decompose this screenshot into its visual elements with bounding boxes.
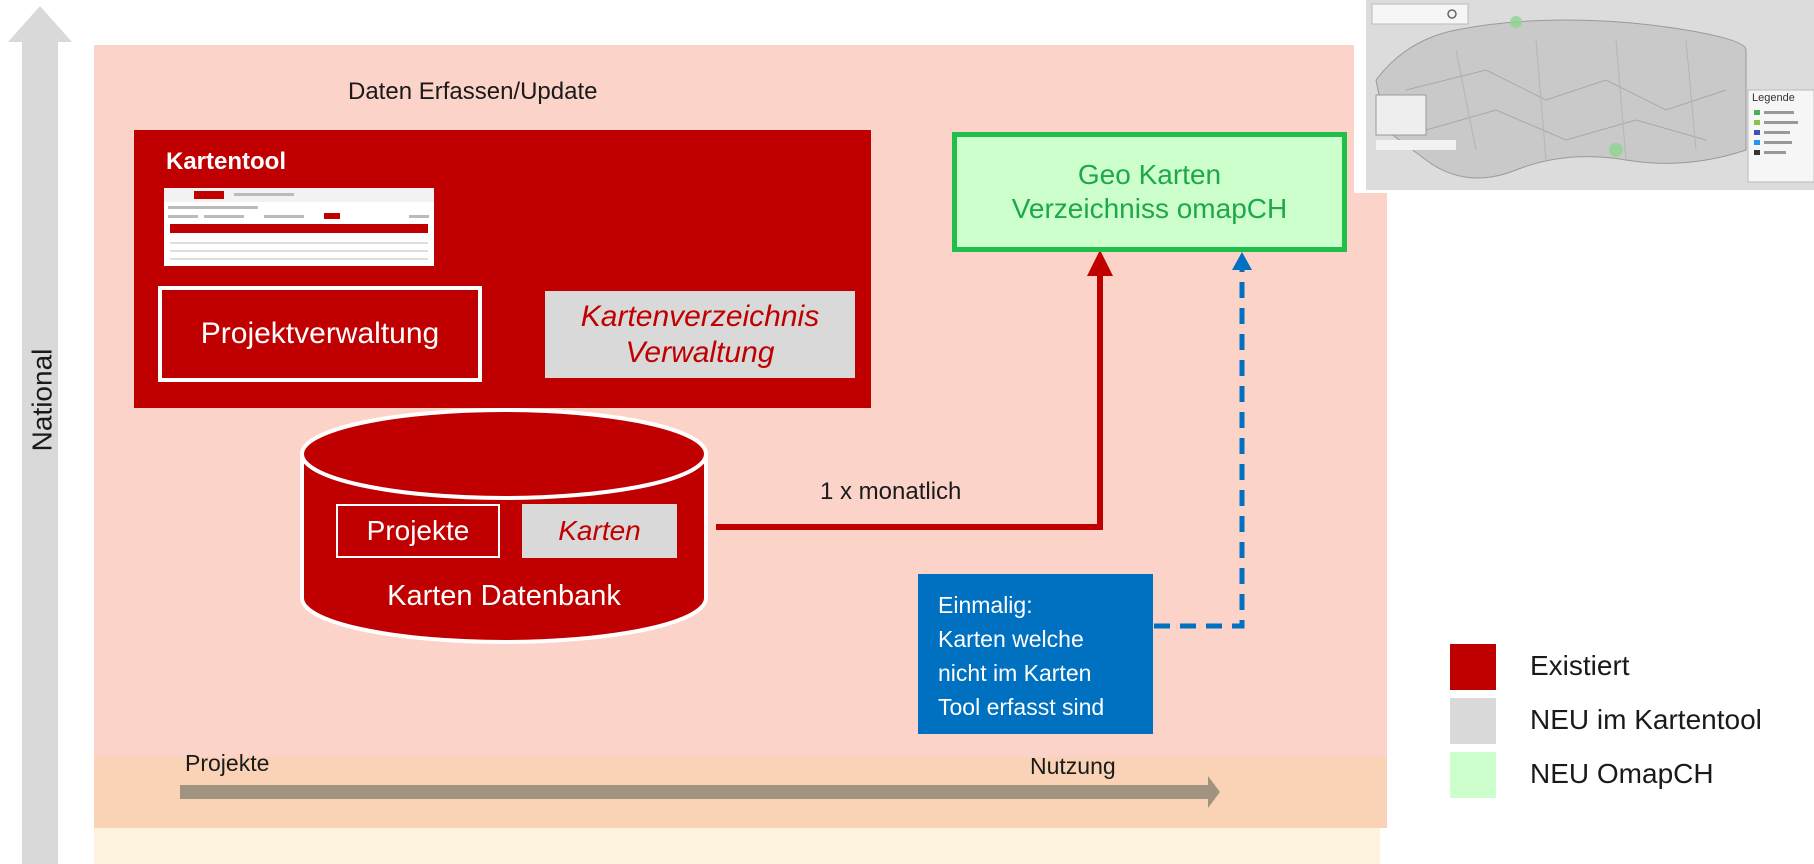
legend-label-neu-kartentool: NEU im Kartentool [1530,704,1762,735]
bottom-axis-arrow [180,776,1220,808]
kartenverzeichnis-line1: Kartenverzeichnis [580,299,820,333]
legend-swatch-existiert [1450,644,1496,690]
geo-karten-line2: Verzeichniss omapCH [1011,193,1288,224]
footer-band [94,828,1380,864]
bottom-axis-start-label: Projekte [185,750,270,776]
diagram-title: Daten Erfassen/Update [348,78,598,105]
monthly-label: 1 x monatlich [820,478,962,505]
switzerland-map-image [1366,0,1814,190]
one-time-import-arrow [1154,252,1252,629]
legend-swatch-neu-kartentool [1450,698,1496,744]
geo-karten-line1: Geo Karten [1077,159,1222,190]
karten-datenbank-cylinder [300,408,708,644]
legend-label-neu-omapch: NEU OmapCH [1530,758,1714,789]
kartenverzeichnis-line2: Verwaltung [625,335,775,369]
kartentool-title: Kartentool [166,148,286,175]
background-panel-extension [1354,193,1387,828]
bottom-axis-end-label: Nutzung [1030,753,1116,779]
vertical-axis-arrow [8,6,72,864]
note-line: Einmalig: [938,592,1033,618]
projektverwaltung-box: Projektverwaltung [158,286,482,382]
legend-swatch-neu-omapch [1450,752,1496,798]
einmalig-note: Einmalig: Karten welche nicht im Karten … [918,574,1153,734]
db-karten-box: Karten [522,504,677,558]
db-name-label: Karten Datenbank [387,580,621,612]
legend-label-existiert: Existiert [1530,650,1630,681]
kartentool-screenshot-thumbnail [164,188,434,266]
note-line: Karten welche [938,626,1084,652]
note-line: Tool erfasst sind [938,694,1105,720]
map-thumbnail [1366,0,1814,190]
geo-karten-box: Geo Karten Verzeichniss omapCH [952,132,1347,252]
kartenverzeichnis-verwaltung-box: Kartenverzeichnis Verwaltung [545,291,855,378]
map-legend-title: Legende [1752,92,1795,104]
db-projekte-box: Projekte [336,504,500,558]
note-line: nicht im Karten [938,660,1092,686]
monthly-update-arrow [716,250,1113,530]
